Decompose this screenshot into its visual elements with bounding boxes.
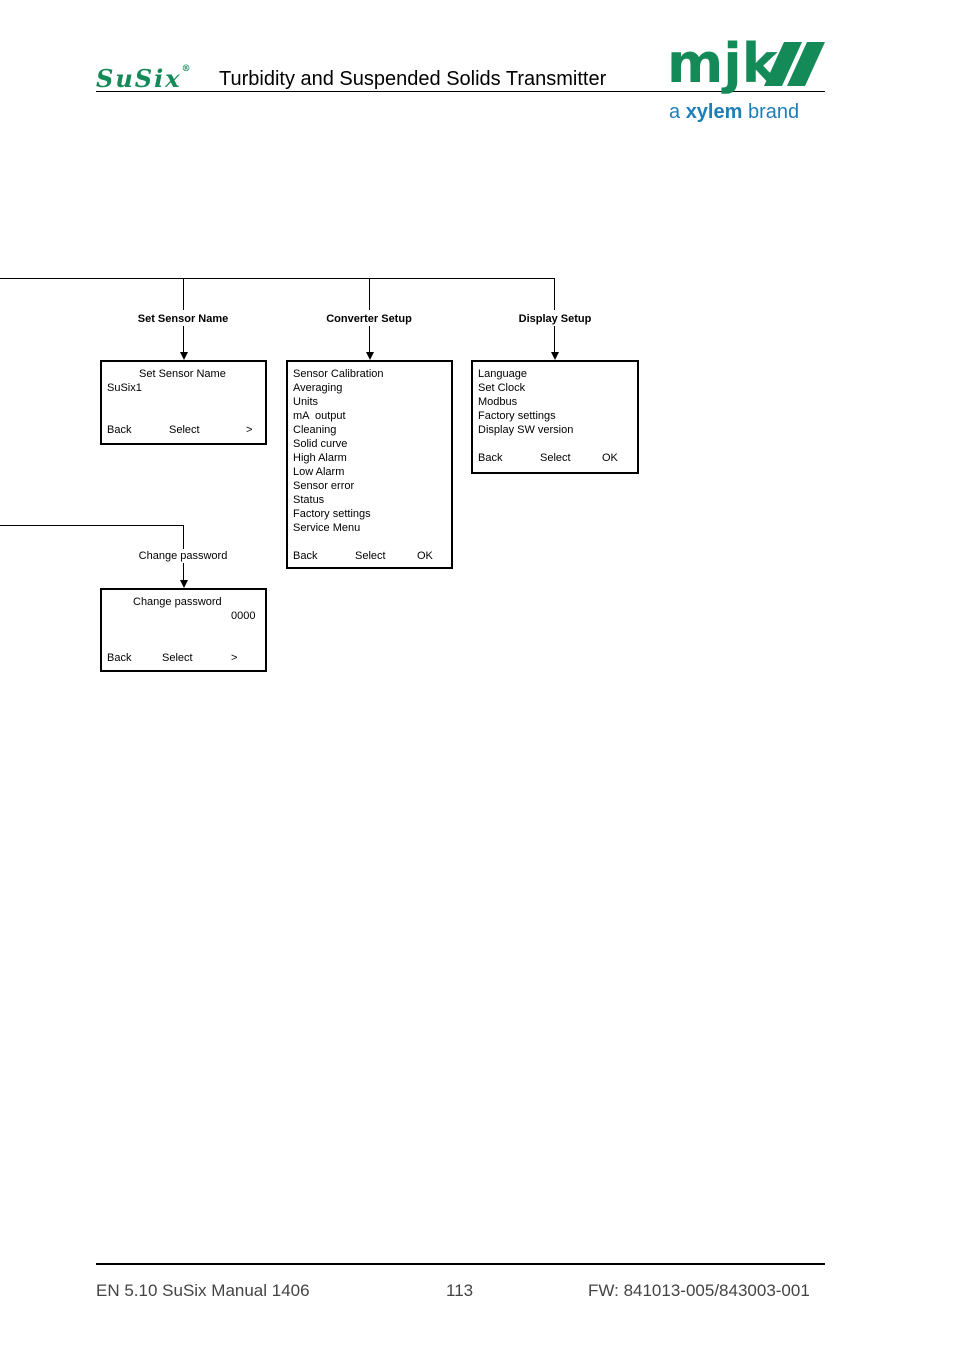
arrow-down-icon [180,580,188,588]
menu-item: Sensor error [293,480,355,492]
menu-item: Status [293,494,325,506]
sensor-name-value: SuSix1 [107,382,142,394]
header-divider [96,91,825,92]
connector-line [554,326,555,352]
converter-setup-label: Converter Setup [326,313,412,325]
set-sensor-name-display: Set Sensor Name SuSix1 Back Select > [100,360,267,445]
menu-item: Averaging [293,382,343,394]
menu-item: Service Menu [293,522,361,534]
menu-item: Modbus [478,396,518,408]
ok-softkey: OK [417,550,433,562]
menu-item: Cleaning [293,424,337,436]
display-setup-display: Language Set Clock Modbus Factory settin… [471,360,639,474]
display-title: Set Sensor Name [139,368,226,380]
select-softkey: Select [355,550,386,562]
connector-line [554,278,555,310]
back-softkey: Back [478,452,503,464]
connector-line [0,278,555,279]
xylem-tagline: a xylem brand [669,101,800,123]
menu-item: Sensor Calibration [293,368,384,380]
back-softkey: Back [293,550,318,562]
menu-item: Units [293,396,319,408]
set-sensor-name-label: Set Sensor Name [137,313,229,325]
connector-line [0,525,184,526]
display-setup-label: Display Setup [518,313,592,325]
registered-mark: ® [181,64,193,74]
next-softkey: > [246,424,253,436]
connector-line [183,525,184,549]
arrow-down-icon [366,352,374,360]
footer-divider [96,1263,825,1265]
mjk-logo: mjk [667,36,825,94]
change-password-display: Change password 0000 Back Select > [100,588,267,672]
select-softkey: Select [169,424,200,436]
menu-item: Set Clock [478,382,526,394]
footer-manual-id: EN 5.10 SuSix Manual 1406 [96,1281,310,1300]
menu-item: High Alarm [293,452,347,464]
mjk-logo-text: mjk [667,36,779,94]
connector-line [183,278,184,310]
menu-item: Solid curve [293,438,348,450]
back-softkey: Back [107,424,132,436]
menu-item: Low Alarm [293,466,345,478]
menu-item: mA output [293,410,346,422]
document-title: Turbidity and Suspended Solids Transmitt… [219,68,607,90]
back-softkey: Back [107,652,132,664]
connector-line [369,326,370,352]
menu-item: Factory settings [478,410,556,422]
password-value: 0000 [231,610,256,622]
select-softkey: Select [162,652,193,664]
ok-softkey: OK [602,452,618,464]
menu-item: Language [478,368,527,380]
select-softkey: Select [540,452,571,464]
footer-firmware: FW: 841013-005/843003-001 [588,1281,810,1300]
connector-line [183,326,184,352]
connector-line [369,278,370,310]
display-title: Change password [133,596,222,608]
menu-item: Factory settings [293,508,371,520]
change-password-label: Change password [138,550,228,562]
connector-line [183,563,184,580]
arrow-down-icon [180,352,188,360]
arrow-down-icon [551,352,559,360]
next-softkey: > [231,652,238,664]
menu-item: Display SW version [478,424,574,436]
converter-setup-display: Sensor Calibration Averaging Units mA ou… [286,360,453,569]
susix-logo: SuSix® [96,64,193,93]
page-number: 113 [446,1281,474,1300]
